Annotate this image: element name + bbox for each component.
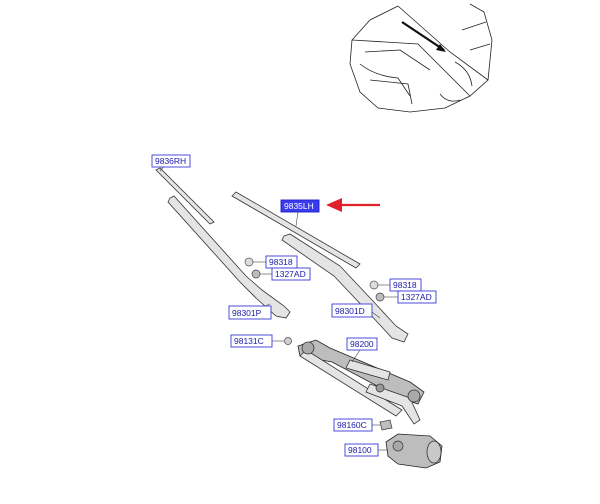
svg-text:9836RH: 9836RH (155, 156, 186, 166)
label-cap-rh[interactable]: 98318 (265, 255, 298, 269)
label-blade-rh[interactable]: 9836RH (151, 154, 191, 168)
label-motor[interactable]: 98100 (344, 443, 379, 457)
pivot-nut-lh (375, 292, 398, 302)
label-arm-lh[interactable]: 98301D (331, 303, 373, 318)
label-pivot-cap[interactable]: 98131C (230, 334, 273, 348)
label-blade-lh[interactable]: 9835LH (280, 199, 320, 213)
pivot-cap-rh (244, 257, 266, 267)
svg-text:98301D: 98301D (335, 306, 365, 316)
label-bolt[interactable]: 98160C (333, 418, 373, 432)
svg-text:98131C: 98131C (234, 336, 264, 346)
pivot-cap-lh (369, 280, 390, 290)
label-arm-rh[interactable]: 98301P (228, 305, 272, 320)
svg-text:98318: 98318 (269, 257, 293, 267)
highlight-arrow (326, 198, 380, 212)
svg-text:98301P: 98301P (232, 308, 262, 318)
label-linkage[interactable]: 98200 (346, 337, 378, 351)
svg-text:98100: 98100 (348, 445, 372, 455)
label-nut-rh[interactable]: 1327AD (271, 267, 311, 281)
wiper-blade-lh (231, 191, 361, 269)
label-cap-lh[interactable]: 98318 (389, 278, 422, 292)
mounting-bolt (370, 419, 393, 431)
vehicle-thumbnail (349, 3, 493, 113)
svg-text:98160C: 98160C (337, 420, 367, 430)
svg-text:1327AD: 1327AD (401, 292, 432, 302)
wiper-linkage (297, 339, 425, 425)
linkage-cap (272, 337, 292, 345)
svg-text:98318: 98318 (393, 280, 417, 290)
wiper-arm-lh (281, 233, 409, 343)
svg-text:1327AD: 1327AD (275, 269, 306, 279)
label-nut-lh[interactable]: 1327AD (397, 290, 437, 304)
pivot-nut-rh (251, 269, 272, 279)
svg-text:9835LH: 9835LH (284, 201, 314, 211)
wiper-motor (376, 433, 443, 469)
svg-text:98200: 98200 (350, 339, 374, 349)
